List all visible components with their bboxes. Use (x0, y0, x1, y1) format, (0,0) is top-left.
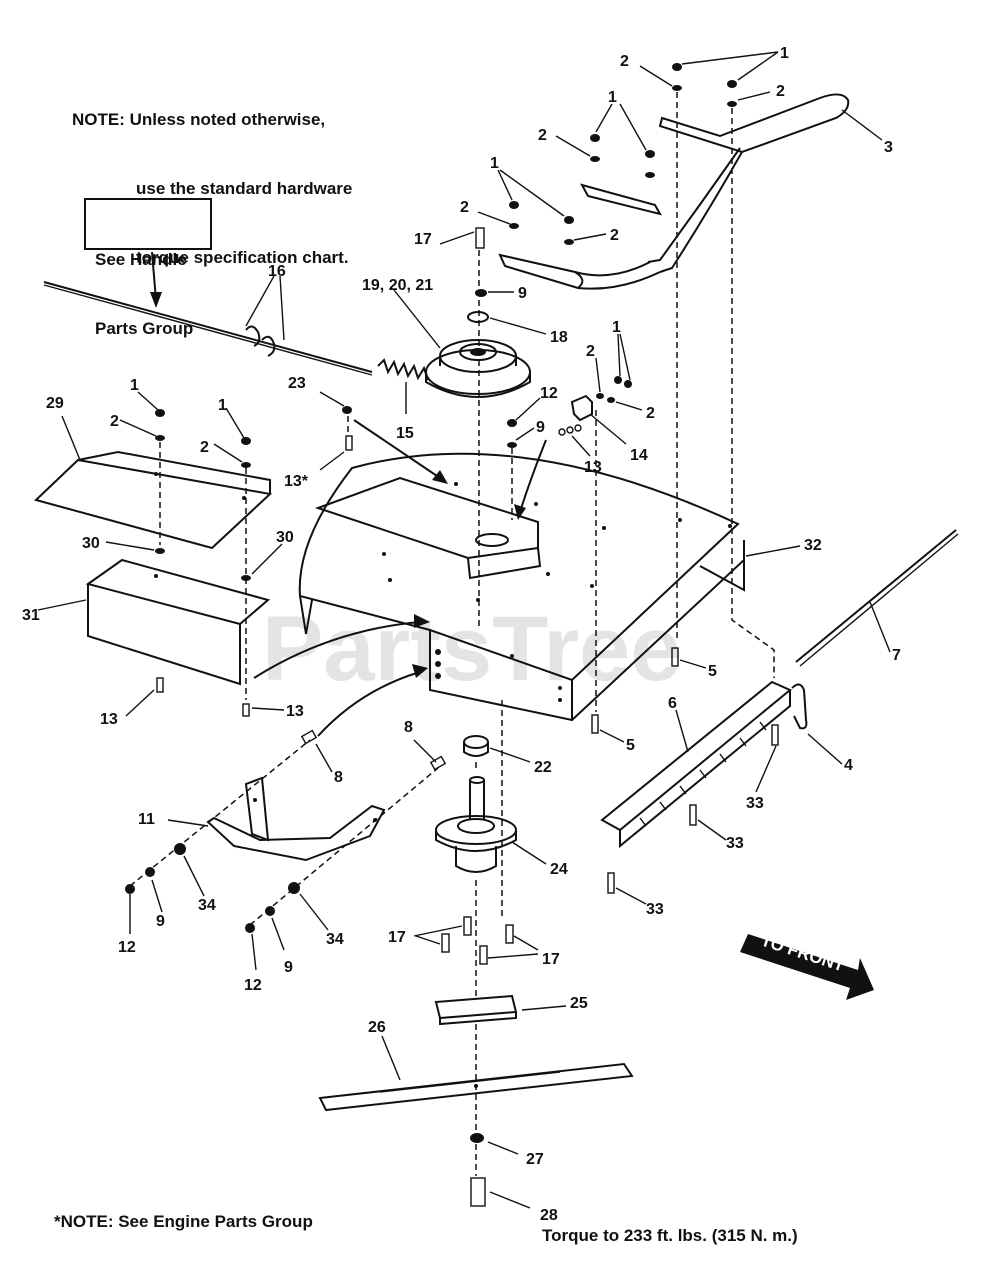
alignment-lines (129, 92, 775, 1176)
note-standard-hardware: NOTE: Unless noted otherwise, use the st… (72, 62, 352, 292)
callout-3: 3 (884, 139, 893, 156)
callout-13: 13 (100, 711, 118, 728)
callout-25: 25 (570, 995, 588, 1012)
bracket-11 (206, 776, 386, 862)
blade-adapter-25 (434, 994, 518, 1026)
callout-2: 2 (610, 227, 619, 244)
callout-13-star: 13* (284, 473, 309, 490)
callout-8: 8 (404, 719, 413, 736)
callout-30: 30 (82, 535, 100, 552)
callout-2: 2 (646, 405, 655, 422)
callout-7: 7 (892, 647, 901, 664)
callout-27: 27 (526, 1151, 544, 1168)
callout-2: 2 (620, 53, 629, 70)
callout-1: 1 (780, 45, 789, 62)
callout-labels: 1 2 2 3 1 2 1 2 2 17 16 19, 20, 21 9 18 … (22, 45, 901, 1224)
handle-note-line: Parts Group (95, 319, 194, 338)
callout-14: 14 (630, 447, 648, 464)
see-handle-parts-box: See Handle Parts Group (84, 198, 212, 338)
callout-1: 1 (130, 377, 139, 394)
callout-9: 9 (284, 959, 293, 976)
callout-34: 34 (198, 897, 216, 914)
control-cable-16 (43, 281, 373, 376)
rod-7 (795, 529, 959, 667)
spindle-24 (435, 776, 517, 873)
spring-15 (377, 358, 429, 381)
callout-6: 6 (668, 695, 677, 712)
callout-33: 33 (746, 795, 764, 812)
callout-13: 13 (584, 459, 602, 476)
callout-9: 9 (156, 913, 165, 930)
note-line: use the standard hardware (136, 179, 353, 198)
spacer-22 (463, 735, 489, 757)
callout-1: 1 (608, 89, 617, 106)
callout-2: 2 (586, 343, 595, 360)
callout-17: 17 (388, 929, 406, 946)
baffle-6 (600, 680, 792, 849)
pulley-19-20-21 (425, 339, 531, 398)
callout-16: 16 (268, 263, 286, 280)
callout-12: 12 (118, 939, 136, 956)
callout-1: 1 (218, 397, 227, 414)
note-line: torque specification chart. (136, 248, 349, 267)
bracket-14 (558, 394, 593, 436)
callout-2: 2 (538, 127, 547, 144)
callout-4: 4 (844, 757, 853, 774)
callout-29: 29 (46, 395, 64, 412)
handle-part-3 (498, 93, 850, 290)
callout-26: 26 (368, 1019, 386, 1036)
callout-13: 13 (286, 703, 304, 720)
callout-17: 17 (414, 231, 432, 248)
callout-2: 2 (776, 83, 785, 100)
callout-2: 2 (110, 413, 119, 430)
hardware-nuts (125, 63, 737, 1143)
callout-2: 2 (200, 439, 209, 456)
callout-11: 11 (138, 811, 155, 828)
note-line: NOTE: Unless noted otherwise, (72, 110, 326, 129)
callout-9: 9 (536, 419, 545, 436)
shield-29 (34, 450, 273, 550)
watermark: PartsTree (262, 598, 681, 700)
callout-9: 9 (518, 285, 527, 302)
cover-31 (85, 558, 271, 686)
callout-30: 30 (276, 529, 294, 546)
callout-22: 22 (534, 759, 552, 776)
callout-2: 2 (460, 199, 469, 216)
callout-1: 1 (612, 319, 621, 336)
callout-28: 28 (540, 1207, 558, 1224)
callout-33: 33 (726, 835, 744, 852)
callout-32: 32 (804, 537, 822, 554)
callout-12: 12 (244, 977, 262, 994)
callout-18: 18 (550, 329, 568, 346)
assembly-arrows (150, 251, 547, 737)
callout-15: 15 (396, 425, 414, 442)
callout-31: 31 (22, 607, 40, 624)
callout-17: 17 (542, 951, 560, 968)
handle-note-line: See Handle (95, 250, 187, 269)
note-torque: Torque to 233 ft. lbs. (315 N. m.) (542, 1226, 798, 1245)
callout-5: 5 (708, 663, 717, 680)
callout-5: 5 (626, 737, 635, 754)
mower-deck-32 (298, 452, 745, 722)
callout-23: 23 (288, 375, 306, 392)
callout-34: 34 (326, 931, 344, 948)
hardware-bolts (156, 227, 779, 1207)
callout-12: 12 (540, 385, 558, 402)
callout-8: 8 (334, 769, 343, 786)
leader-lines (37, 51, 891, 1209)
pin-4 (791, 683, 808, 730)
callout-1: 1 (490, 155, 499, 172)
note-engine-parts: *NOTE: See Engine Parts Group (54, 1212, 313, 1231)
to-front-arrow: TO FRONT (740, 931, 874, 1000)
callout-24: 24 (550, 861, 568, 878)
callout-33: 33 (646, 901, 664, 918)
callout-19-20-21: 19, 20, 21 (362, 277, 433, 294)
